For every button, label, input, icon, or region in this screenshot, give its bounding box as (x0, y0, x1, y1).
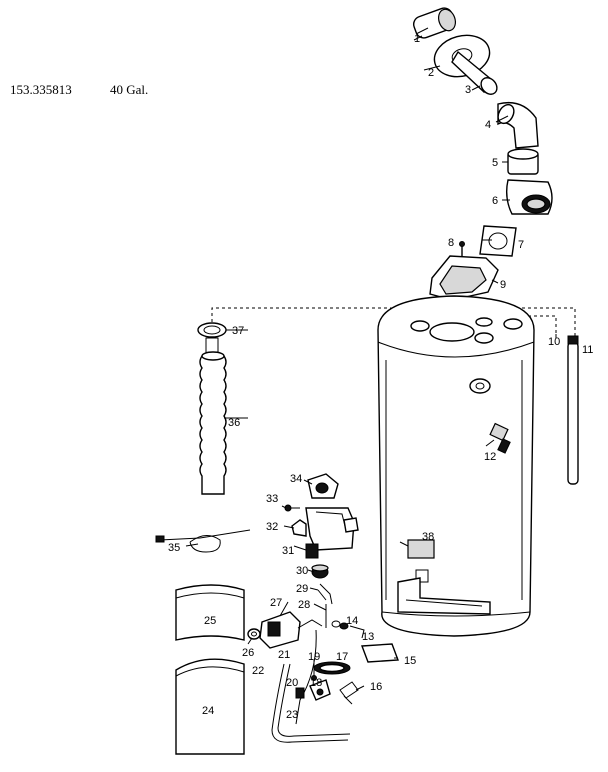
part-24-inner-door (175, 658, 245, 755)
part-22-manifold (295, 629, 317, 725)
callout-26: 26 (242, 647, 254, 659)
part-4-elbow (495, 101, 539, 149)
part-17-ring (313, 661, 351, 675)
callout-30: 30 (296, 565, 308, 577)
callout-4: 4 (485, 119, 491, 131)
part-32-bracket (291, 507, 359, 551)
callout-25: 25 (204, 615, 216, 627)
callout-6: 6 (492, 195, 498, 207)
part-21-pilot-tube (271, 663, 351, 743)
leader-lines (185, 35, 557, 691)
callout-8: 8 (448, 237, 454, 249)
callout-20: 20 (286, 677, 298, 689)
part-15-shield (361, 643, 399, 663)
part-18-burner (309, 679, 331, 701)
model-number: 153.335813 (10, 82, 72, 97)
part-1-vent-cap (412, 7, 457, 39)
callout-7: 7 (518, 239, 524, 251)
part-31-orifice (305, 543, 319, 559)
callout-1: 1 (414, 33, 420, 45)
part-13-bracket (349, 625, 365, 639)
callout-33: 33 (266, 493, 278, 505)
callout-16: 16 (370, 681, 382, 693)
callout-35: 35 (168, 542, 180, 554)
part-29-pilot (317, 583, 333, 605)
callout-9: 9 (500, 279, 506, 291)
callout-2: 2 (428, 67, 434, 79)
callout-10: 10 (548, 336, 560, 348)
callout-38: 38 (422, 531, 434, 543)
callout-32: 32 (266, 521, 278, 533)
part-20-igniter (295, 687, 305, 699)
part-37-nipple-ring (197, 322, 227, 338)
water-heater-tank (377, 295, 535, 637)
part-14-nut (331, 620, 349, 630)
part-34-control (307, 473, 339, 499)
callout-18: 18 (310, 677, 322, 689)
part-3-vent-pipe (423, 50, 498, 95)
tank-capacity: 40 Gal. (110, 82, 149, 97)
part-35-thermocouple (155, 529, 251, 553)
part-27-gas-valve (259, 611, 323, 649)
part-5-nipple (502, 148, 539, 175)
callout-22: 22 (252, 665, 264, 677)
part-7-gasket (479, 225, 517, 257)
callout-13: 13 (362, 631, 374, 643)
part-16-clip (339, 681, 359, 705)
callout-37: 37 (232, 325, 244, 337)
part-6-draft-diverter (502, 179, 553, 215)
callout-12: 12 (484, 451, 496, 463)
part-12-relief-valve (489, 422, 511, 454)
part-36-dip-tube (199, 337, 227, 495)
callout-5: 5 (492, 157, 498, 169)
part-30-burner-cap (311, 564, 329, 579)
callout-34: 34 (290, 473, 302, 485)
callout-24: 24 (202, 705, 214, 717)
callout-14: 14 (346, 615, 358, 627)
callout-21: 21 (278, 649, 290, 661)
callout-31: 31 (282, 545, 294, 557)
callout-19: 19 (308, 651, 320, 663)
callout-36: 36 (228, 417, 240, 429)
callout-15: 15 (404, 655, 416, 667)
part-26-nipple (247, 628, 261, 640)
callout-17: 17 (336, 651, 348, 663)
callout-29: 29 (296, 583, 308, 595)
callout-23: 23 (286, 709, 298, 721)
part-25-outer-door (175, 584, 245, 641)
part-33-screw (284, 504, 300, 512)
callout-28: 28 (298, 599, 310, 611)
callout-27: 27 (270, 597, 282, 609)
callout-3: 3 (465, 84, 471, 96)
part-8-screw (459, 241, 465, 258)
callout-11: 11 (582, 344, 593, 356)
part-11-anode-rod (567, 335, 579, 485)
